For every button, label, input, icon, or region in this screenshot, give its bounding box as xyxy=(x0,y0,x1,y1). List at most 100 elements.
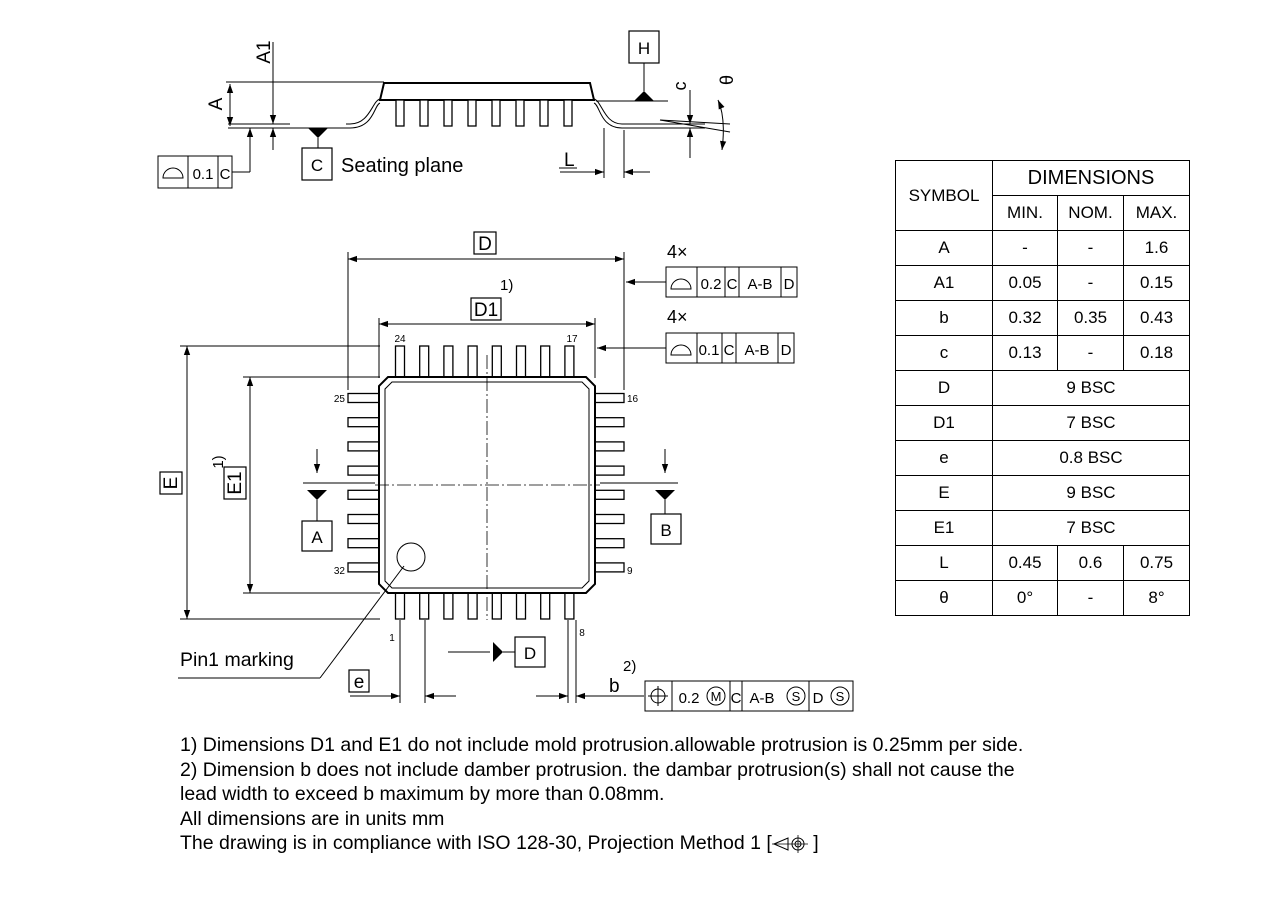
pin-number-9: 9 xyxy=(627,566,633,577)
fcf-lower xyxy=(665,332,795,364)
flatness-value: 0.1 xyxy=(193,166,214,183)
projection-close: ] xyxy=(813,832,819,854)
lead-top xyxy=(443,345,454,378)
table-row: A--1.6 xyxy=(895,230,1190,266)
position-icon xyxy=(648,686,668,706)
symbol-cell: c xyxy=(895,335,993,371)
lead-bottom xyxy=(467,592,478,620)
top-leads xyxy=(347,345,625,620)
label-a: A xyxy=(206,97,227,110)
lead-bottom xyxy=(515,592,527,620)
datum-d-label: D xyxy=(524,644,536,663)
lead-bottom xyxy=(540,592,551,620)
value-cell: 0.8 BSC xyxy=(992,440,1190,476)
value-cell-nom: 0.6 xyxy=(1057,545,1124,581)
lead-left xyxy=(347,538,380,549)
side-leads xyxy=(395,99,573,127)
note-ref-2: 2) xyxy=(623,658,636,675)
symbol-cell: A xyxy=(895,230,993,266)
side-lead xyxy=(491,99,501,127)
lead-right xyxy=(594,465,625,476)
note-ref-1a: 1) xyxy=(500,277,513,294)
value-cell-nom: - xyxy=(1057,580,1124,616)
label-d-box xyxy=(473,231,497,255)
label-e-pitch-box xyxy=(348,669,370,693)
pin-number-24: 24 xyxy=(394,334,406,345)
left-gull-lead-lower xyxy=(346,102,381,129)
fcf-lower-multiplier: 4× xyxy=(667,307,688,327)
fcf-position-value: 0.2 xyxy=(679,690,700,707)
datum-h-label: H xyxy=(638,39,650,58)
fcf-upper-multiplier: 4× xyxy=(667,242,688,262)
symbol-cell: e xyxy=(895,440,993,476)
lead-top xyxy=(467,345,478,378)
lead-top xyxy=(515,345,527,378)
pin-number-8: 8 xyxy=(579,628,585,639)
lead-left xyxy=(347,489,380,500)
profile-icon xyxy=(670,344,692,356)
side-lead xyxy=(515,99,525,127)
notes: 1) Dimensions D1 and E1 do not include m… xyxy=(180,733,1023,856)
side-lead xyxy=(443,99,453,127)
value-cell-min: 0.32 xyxy=(992,300,1058,336)
lead-right xyxy=(594,489,625,500)
fcf-position-datum-ab: A-B xyxy=(749,690,774,707)
projection-method-icon xyxy=(771,834,808,853)
lead-bottom xyxy=(419,592,430,620)
right-gull-lead-lower xyxy=(593,102,626,129)
symbol-cell: D xyxy=(895,370,993,406)
symbol-cell: E xyxy=(895,475,993,511)
value-cell: 9 BSC xyxy=(992,475,1190,511)
datum-c-label: C xyxy=(311,156,323,175)
symbol-header: SYMBOL xyxy=(895,160,993,231)
side-lead xyxy=(563,99,573,127)
lead-top xyxy=(564,345,575,378)
side-lead xyxy=(395,99,405,127)
lead-left xyxy=(347,417,380,428)
datum-a-label: A xyxy=(311,528,323,547)
value-cell-min: - xyxy=(992,230,1058,266)
col-max-header: MAX. xyxy=(1123,195,1190,231)
lead-right xyxy=(594,562,625,573)
lead-left xyxy=(347,562,380,573)
pin-number-25: 25 xyxy=(334,394,346,405)
value-cell-max: 8° xyxy=(1123,580,1190,616)
profile-icon xyxy=(162,167,184,179)
label-e-box xyxy=(159,471,183,495)
lead-right xyxy=(594,513,625,525)
value-cell-max: 0.75 xyxy=(1123,545,1190,581)
value-cell-min: 0.13 xyxy=(992,335,1058,371)
value-cell-nom: 0.35 xyxy=(1057,300,1124,336)
fcf-upper-datum-1: C xyxy=(727,276,738,293)
value-cell-nom: - xyxy=(1057,335,1124,371)
lead-bottom xyxy=(564,592,575,620)
value-cell-nom: - xyxy=(1057,265,1124,301)
col-nom-header: NOM. xyxy=(1057,195,1124,231)
lead-left xyxy=(347,513,380,525)
label-e1-box xyxy=(223,466,247,500)
fcf-lower-datum-1: C xyxy=(724,342,735,359)
col-min-header: MIN. xyxy=(992,195,1058,231)
value-cell: 7 BSC xyxy=(992,405,1190,441)
label-l: L xyxy=(564,150,575,171)
note-line: 2) Dimension b does not include damber p… xyxy=(180,758,1015,781)
fcf-upper-datum-3: D xyxy=(784,276,795,293)
package-drawing: A A1 C Seating plane 0.1 C H c xyxy=(157,30,854,712)
pin1-dot xyxy=(396,542,426,572)
pin-number-1: 1 xyxy=(389,633,395,644)
profile-icon xyxy=(670,278,692,290)
fcf-position-datum-c: C xyxy=(731,690,742,707)
left-gull-lead xyxy=(346,98,381,125)
fcf-position-mod-s1: S xyxy=(792,689,801,704)
flatness-fcf xyxy=(157,155,233,189)
symbol-cell: L xyxy=(895,545,993,581)
fcf-position xyxy=(644,680,854,712)
fcf-position-datum-d: D xyxy=(813,690,824,707)
pin1-marking-label: Pin1 marking xyxy=(180,649,294,671)
